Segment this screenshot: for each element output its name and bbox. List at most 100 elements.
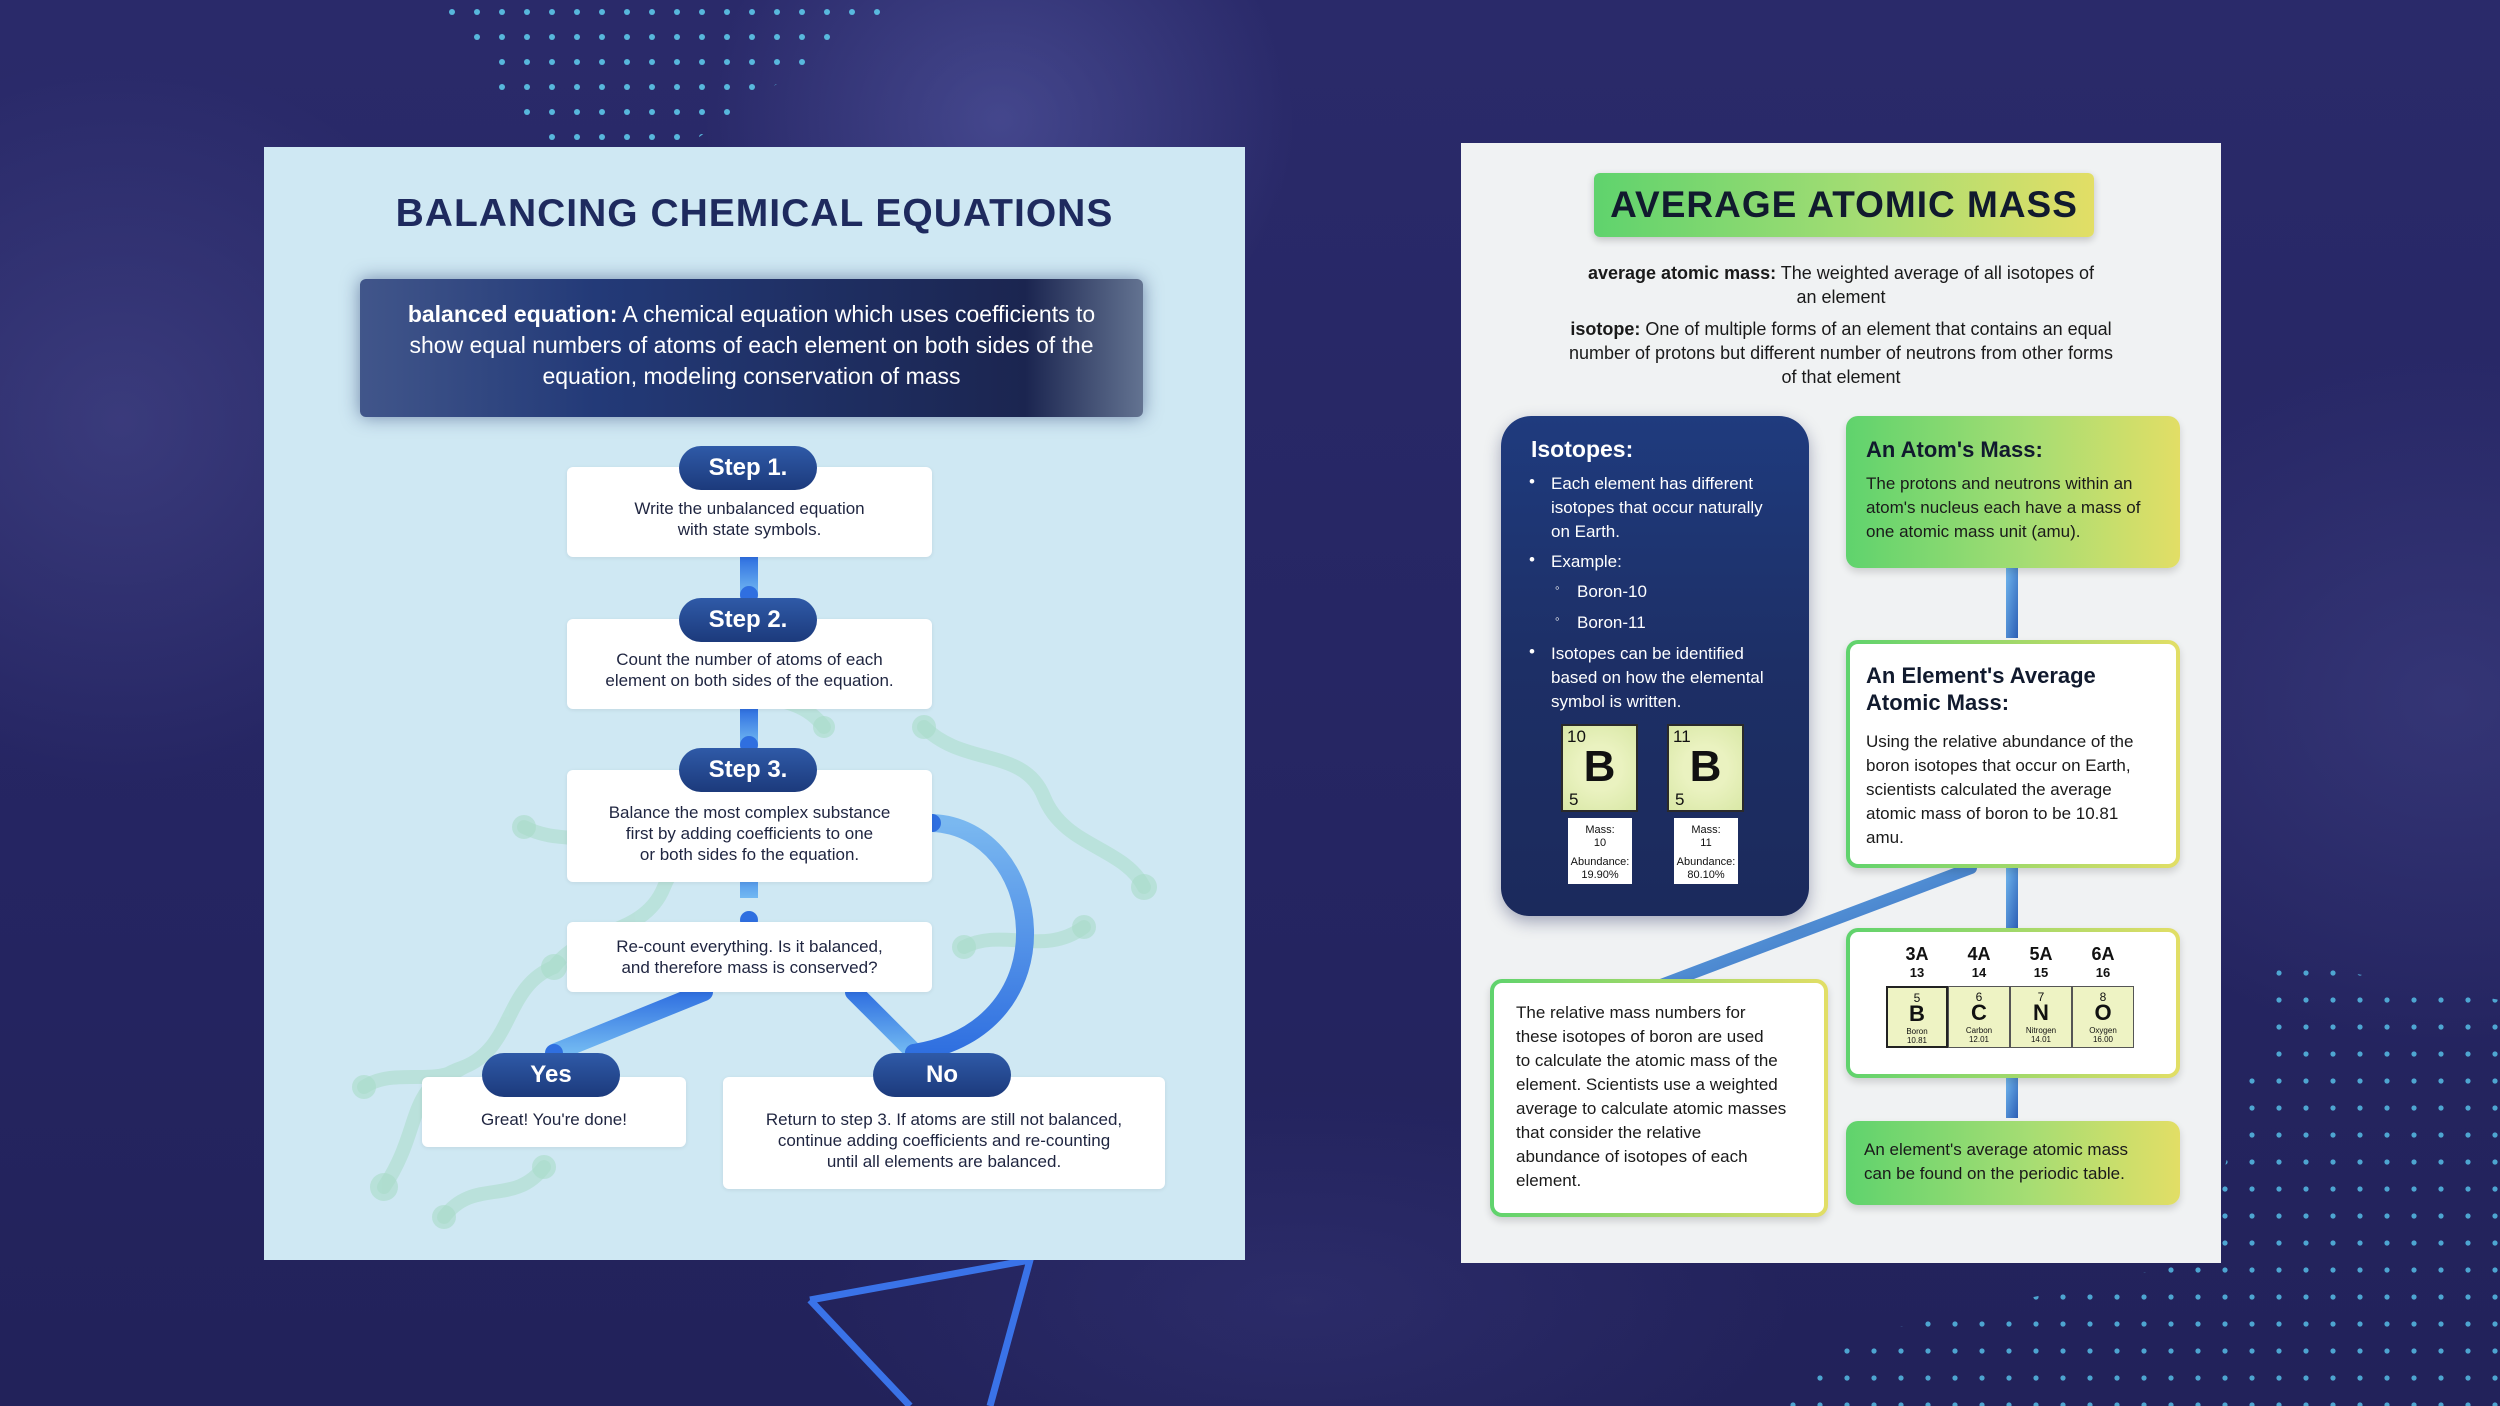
bullet-icon: • [1529,472,1535,491]
boron-11-tile: 11 B 5 [1667,724,1744,812]
element-average-line-2: boron isotopes that occur on Earth, [1866,756,2131,775]
cell-name: Nitrogen [2025,1026,2057,1035]
isotopes-b3-l3: symbol is written. [1551,692,1682,711]
boron-10-tile: 10 B 5 [1561,724,1638,812]
cell-mass: 16.00 [2092,1035,2114,1044]
tile-atomic-number: 5 [1675,790,1685,809]
info-mass-label: Mass: [1691,824,1721,836]
periodic-table-note-card: An element's average atomic mass can be … [1846,1121,2180,1205]
step-2-box: Count the number of atoms of each elemen… [567,619,932,709]
definition-average-atomic-mass: average atomic mass: The weighted averag… [1521,261,2161,309]
info-abundance: 80.10% [1687,869,1725,881]
def2-line-2: number of protons but different number o… [1569,343,2113,363]
def2-line-1: One of multiple forms of an element that… [1640,319,2112,339]
step-1-box: Write the unbalanced equation with state… [567,467,932,557]
relative-mass-line-8: element. [1516,1171,1582,1190]
def1-line-2: an element [1796,287,1886,307]
element-average-line-5: amu. [1866,828,1904,847]
yes-text: Great! You're done! [481,1110,627,1129]
sub-bullet-icon: ◦ [1555,580,1560,595]
isotopes-heading: Isotopes: [1531,436,1634,462]
isotopes-card: Isotopes: • Each element has different i… [1501,416,1809,916]
group-column: 13 [1909,965,1925,980]
cell-mass: 10.81 [1906,1036,1928,1045]
definition-box: balanced equation: A chemical equation w… [360,279,1143,417]
atom-mass-line-1: The protons and neutrons within an [1866,474,2133,493]
group-label: 5A [2029,944,2053,964]
step-1-label: Step 1. [679,446,817,490]
cell-symbol: C [1971,1000,1987,1025]
group-3a: 3A 13 [1886,944,1948,980]
group-5a: 5A 15 [2010,944,2072,980]
info-mass: 10 [1593,837,1607,849]
relative-mass-line-7: abundance of isotopes of each [1516,1147,1748,1166]
cell-mass: 12.01 [1968,1035,1990,1044]
group-column: 14 [1971,965,1987,980]
cell-name: Oxygen [2089,1026,2117,1035]
tile-symbol: B [1583,742,1616,791]
atom-mass-line-3: one atomic mass unit (amu). [1866,522,2081,541]
step-3-line-1: Balance the most complex substance [608,803,891,822]
tile-atomic-number: 5 [1569,790,1579,809]
decorative-dots-top [440,0,900,150]
relative-mass-card: The relative mass numbers for these isot… [1490,979,1828,1217]
definition-term: balanced equation: [407,301,618,327]
recount-box: Re-count everything. Is it balanced, and… [567,922,932,992]
info-abundance-label: Abundance: [1676,856,1736,868]
info-abundance: 19.90% [1581,869,1619,881]
cell-name: Carbon [1965,1026,1993,1035]
isotopes-bullet-1: Each element has different isotopes that… [1551,472,1763,544]
element-average-heading: An Element's Average Atomic Mass: [1866,662,2096,716]
tile-mass-number: 10 [1567,727,1586,746]
cell-atomic-number: 6 [1975,990,1983,1004]
cell-atomic-number: 8 [2099,990,2107,1004]
bullet-icon: • [1529,642,1535,661]
relative-mass-line-6: that consider the relative [1516,1123,1702,1142]
element-average-heading-2: Atomic Mass: [1866,690,2010,715]
sub-bullet-icon: ◦ [1555,611,1560,626]
step-2-line-2: element on both sides of the equation. [605,671,894,690]
relative-mass-text: The relative mass numbers for these isot… [1516,1001,1786,1193]
step-3-label: Step 3. [679,748,817,792]
element-average-line-4: atomic mass of boron to be 10.81 [1866,804,2119,823]
isotopes-b1-l2: isotopes that occur naturally [1551,498,1763,517]
tile-mass-number: 11 [1673,727,1691,746]
isotopes-sub-1: Boron-10 [1577,582,1647,601]
group-4a: 4A 14 [1948,944,2010,980]
element-average-card: An Element's Average Atomic Mass: Using … [1846,640,2180,868]
found-line-1: An element's average atomic mass [1864,1140,2129,1159]
isotopes-bullet-2: Example: [1551,552,1622,571]
cell-symbol: O [2094,1000,2112,1025]
group-column: 15 [2033,965,2049,980]
step-2-label: Step 2. [679,598,817,642]
relative-mass-line-4: element. Scientists use a weighted [1516,1075,1778,1094]
atom-mass-card: An Atom's Mass: The protons and neutrons… [1846,416,2180,568]
group-6a: 6A 16 [2072,944,2134,980]
step-1-line-1: Write the unbalanced equation [634,499,865,518]
element-average-line-1: Using the relative abundance of the [1866,732,2134,751]
def1-line-1: The weighted average of all isotopes of [1776,263,2094,283]
decorative-dots-bottom-right [1780,960,2500,1406]
group-label: 4A [1967,944,1991,964]
no-line-2: continue adding coefficients and re-coun… [777,1131,1111,1150]
decorative-triangle [807,1255,1035,1406]
isotopes-b1-l1: Each element has different [1551,474,1753,493]
atom-mass-text: The protons and neutrons within an atom'… [1866,472,2140,544]
cell-symbol: B [1909,1001,1925,1026]
isotopes-b3-l2: based on how the elemental [1551,668,1764,687]
definition-text: A chemical equation which uses coefficie… [409,301,1096,389]
element-average-text: Using the relative abundance of the boro… [1866,730,2133,850]
atom-mass-heading: An Atom's Mass: [1866,437,2043,462]
definition-isotope: isotope: One of multiple forms of an ele… [1501,317,2181,389]
no-line-1: Return to step 3. If atoms are still not… [765,1110,1123,1129]
isotopes-b1-l3: on Earth. [1551,522,1620,541]
info-mass: 11 [1700,837,1712,849]
cell-name: Boron [1906,1027,1928,1036]
bullet-icon: • [1529,550,1535,569]
isotopes-bullet-3: Isotopes can be identified based on how … [1551,642,1764,714]
